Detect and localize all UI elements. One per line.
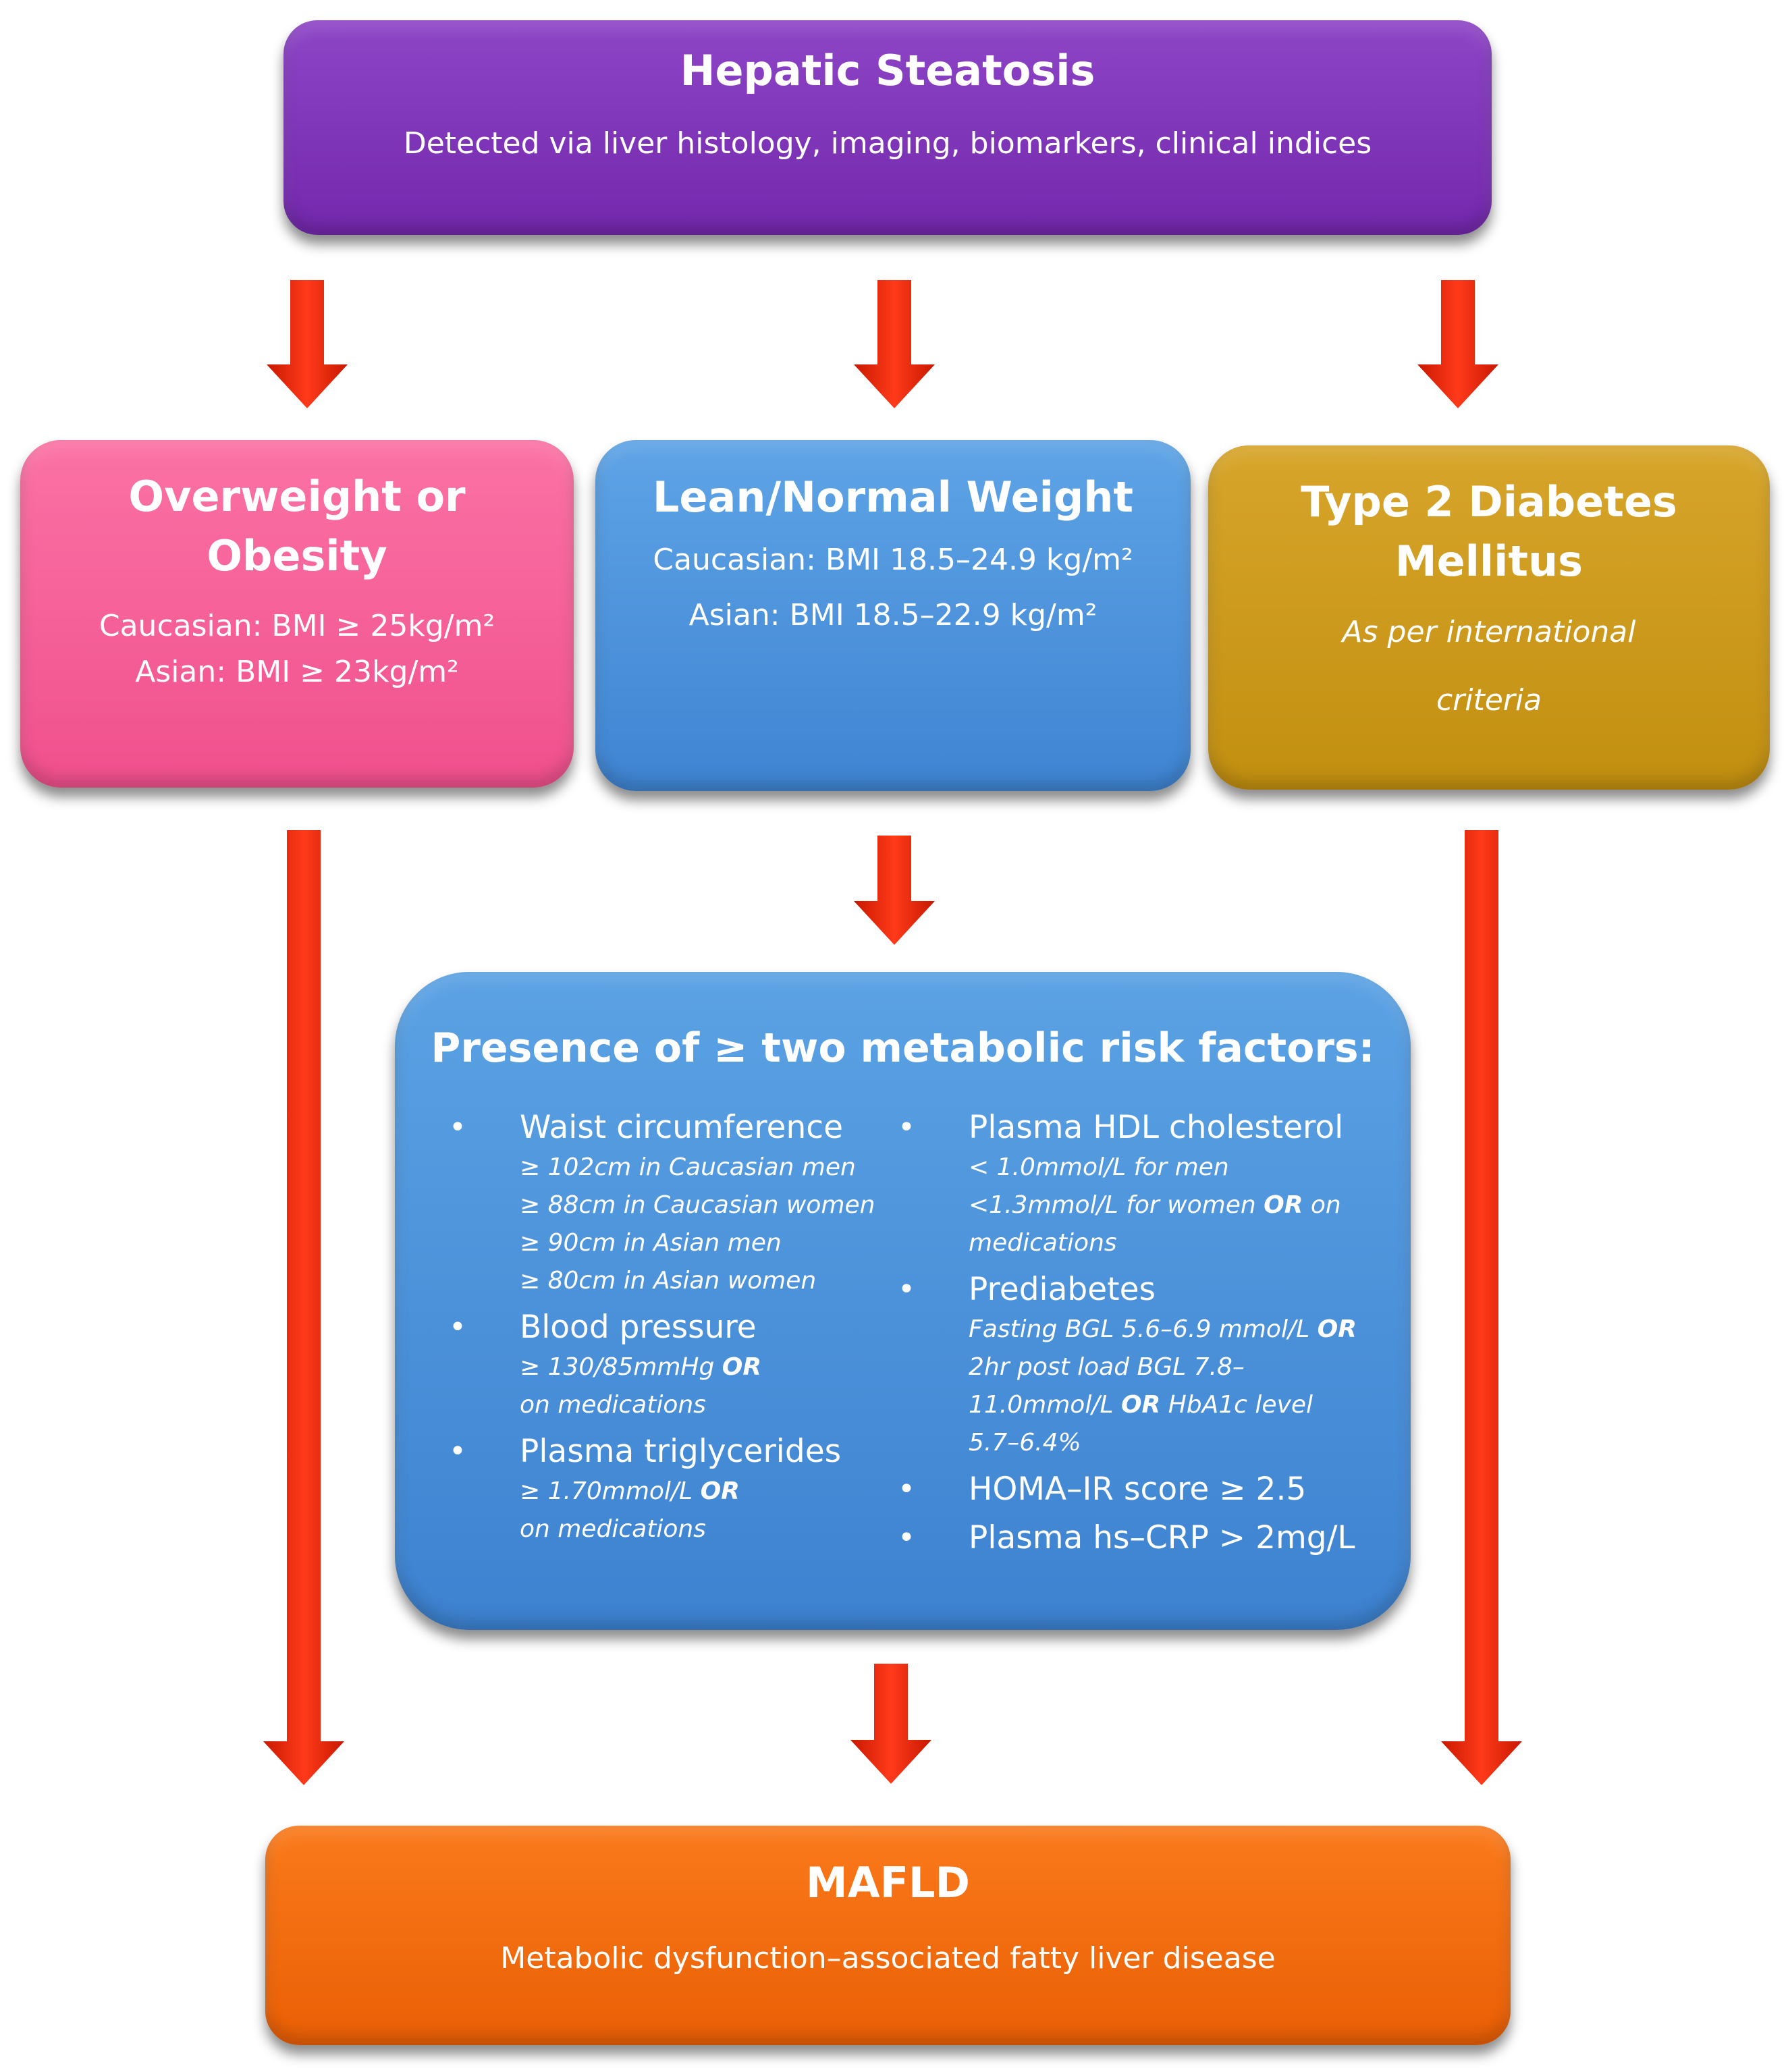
lean-title: Lean/Normal Weight [652,472,1134,522]
risk-factor-detail: ≥ 80cm in Asian women [520,1267,817,1294]
risk-factor-detail: ≥ 102cm in Caucasian men [520,1153,856,1181]
risk-factor-detail: medications [969,1229,1117,1257]
overweight-asian-criterion: Asian: BMI ≥ 23kg/m² [135,655,459,690]
t2d-title-line1: Type 2 Diabetes [1301,477,1677,526]
risk-factor-triglycerides: • Plasma triglycerides ≥ 1.70mmol/L OR o… [449,1431,894,1548]
overweight-title-line1: Overweight or [128,472,466,521]
t2d-note-line2: criteria [1436,683,1542,718]
or-keyword: OR [700,1477,740,1505]
overweight-caucasian-criterion: Caucasian: BMI ≥ 25kg/m² [99,609,495,644]
detail-text: Fasting BGL 5.6–6.9 mmol/L [969,1315,1318,1343]
overweight-obesity-box: Overweight or Obesity Caucasian: BMI ≥ 2… [20,440,574,788]
risk-factor-detail: < 1.0mmol/L for men [969,1153,1229,1181]
arrow-lean-to-risk [854,836,935,945]
bullet: • [449,1434,466,1469]
or-keyword: OR [1264,1191,1303,1219]
risk-factors-right-column: • Plasma HDL cholesterol < 1.0mmol/L for… [898,1107,1384,1566]
risk-factor-detail: ≥ 130/85mmHg OR [520,1348,894,1386]
t2d-note: As per international criteria [1208,598,1770,734]
detail-text: ≥ 130/85mmHg [520,1353,722,1381]
risk-factor-prediabetes: • Prediabetes Fasting BGL 5.6–6.9 mmol/L… [898,1269,1384,1462]
bullet: • [898,1472,915,1506]
risk-title: Presence of ≥ two metabolic risk factors… [431,1025,1375,1072]
bullet: • [898,1110,915,1145]
risk-factor-blood-pressure: • Blood pressure ≥ 130/85mmHg OR on medi… [449,1307,894,1424]
risk-factor-name: Plasma triglycerides [520,1433,842,1470]
risk-factor-hs-crp: • Plasma hs–CRP > 2mg/L [898,1517,1384,1559]
arrow-risk-to-mafld [850,1664,931,1784]
risk-factor-waist: • Waist circumference ≥ 102cm in Caucasi… [449,1107,894,1300]
t2d-title-line2: Mellitus [1394,537,1583,587]
risk-factor-detail: ≥ 1.70mmol/L OR [520,1473,894,1510]
or-keyword: OR [722,1353,762,1381]
lean-asian-criterion: Asian: BMI 18.5–22.9 kg/m² [688,598,1098,633]
metabolic-risk-factors-box: Presence of ≥ two metabolic risk factors… [395,972,1411,1630]
detail-text: <1.3mmol/L for women [969,1191,1264,1219]
risk-factor-detail: <1.3mmol/L for women OR on [969,1187,1384,1224]
arrow-to-t2d [1417,280,1498,408]
mafld-subtitle: Metabolic dysfunction–associated fatty l… [500,1940,1276,1975]
detail-text: 11.0mmol/L [969,1391,1121,1419]
risk-factor-name: HOMA–IR score ≥ 2.5 [969,1471,1307,1508]
lean-normal-weight-box: Lean/Normal Weight Caucasian: BMI 18.5–2… [595,440,1191,791]
lean-caucasian-criterion: Caucasian: BMI 18.5–24.9 kg/m² [653,542,1133,577]
arrow-overweight-to-mafld [263,830,344,1785]
risk-factor-detail: Fasting BGL 5.6–6.9 mmol/L OR [969,1311,1384,1348]
risk-factor-detail: on medications [520,1391,706,1419]
risk-factor-detail: on medications [520,1515,706,1543]
hepatic-steatosis-title: Hepatic Steatosis [680,46,1095,95]
risk-factor-name: Prediabetes [969,1271,1156,1308]
bullet: • [449,1110,466,1145]
t2d-title: Type 2 Diabetes Mellitus [1208,472,1770,591]
risk-factor-detail: 2hr post load BGL 7.8– [969,1353,1245,1381]
or-keyword: OR [1120,1391,1161,1419]
overweight-title-line2: Obesity [207,531,387,581]
risk-factor-hdl: • Plasma HDL cholesterol < 1.0mmol/L for… [898,1107,1384,1262]
detail-text: ≥ 1.70mmol/L [520,1477,701,1505]
risk-factor-name: Blood pressure [520,1309,757,1346]
arrow-to-lean [854,280,935,408]
detail-text: on [1303,1191,1341,1219]
bullet: • [449,1310,466,1344]
detail-text: HbA1c level [1160,1391,1313,1419]
risk-factor-name: Plasma HDL cholesterol [969,1109,1344,1146]
arrow-t2d-to-mafld [1441,830,1522,1785]
risk-factor-homa-ir: • HOMA–IR score ≥ 2.5 [898,1469,1384,1510]
risk-factor-name: Plasma hs–CRP > 2mg/L [969,1519,1355,1556]
or-keyword: OR [1317,1315,1357,1343]
risk-factor-detail: 11.0mmol/L OR HbA1c level [969,1386,1384,1424]
arrow-to-overweight [267,280,348,408]
risk-factor-detail: 5.7–6.4% [969,1429,1081,1456]
risk-factor-detail: ≥ 88cm in Caucasian women [520,1191,875,1219]
overweight-title: Overweight or Obesity [20,467,574,586]
hepatic-steatosis-box: Hepatic Steatosis Detected via liver his… [283,20,1492,235]
mafld-title: MAFLD [805,1858,970,1907]
risk-factor-detail: ≥ 90cm in Asian men [520,1229,782,1257]
risk-factor-name: Waist circumference [520,1109,843,1146]
risk-factors-left-column: • Waist circumference ≥ 102cm in Caucasi… [449,1107,894,1555]
bullet: • [898,1272,915,1307]
t2d-note-line1: As per international [1342,615,1636,650]
type2-diabetes-box: Type 2 Diabetes Mellitus As per internat… [1208,445,1770,790]
mafld-box: MAFLD Metabolic dysfunction–associated f… [265,1826,1511,2045]
bullet: • [898,1521,915,1555]
hepatic-steatosis-subtitle: Detected via liver histology, imaging, b… [403,126,1372,161]
